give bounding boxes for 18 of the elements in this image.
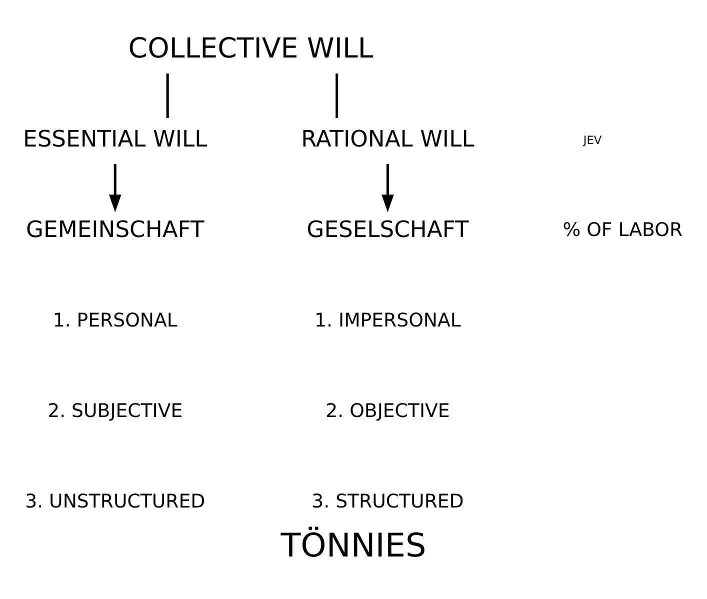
label: JEV <box>583 133 602 146</box>
node-text: GEMEINSCHAFT <box>26 216 204 243</box>
node-text: GESELSCHAFT <box>306 216 469 243</box>
caption: TÖNNIES <box>280 526 426 564</box>
node-text: RATIONAL WILL <box>301 126 474 152</box>
connector <box>166 72 169 118</box>
label: 2. SUBJECTIVE <box>48 400 183 422</box>
label: 1. IMPERSONAL <box>314 310 461 331</box>
arrow <box>382 163 394 212</box>
label: 1. PERSONAL <box>52 310 178 331</box>
label: 3. UNSTRUCTURED <box>25 490 206 512</box>
label: % OF LABOR <box>562 219 683 240</box>
node-text: COLLECTIVE WILL <box>128 31 374 64</box>
node-text: ESSENTIAL WILL <box>23 126 208 152</box>
arrow <box>108 163 122 212</box>
label: 3. STRUCTURED <box>312 490 464 512</box>
connector <box>336 72 338 118</box>
label: 2. OBJECTIVE <box>326 400 450 422</box>
